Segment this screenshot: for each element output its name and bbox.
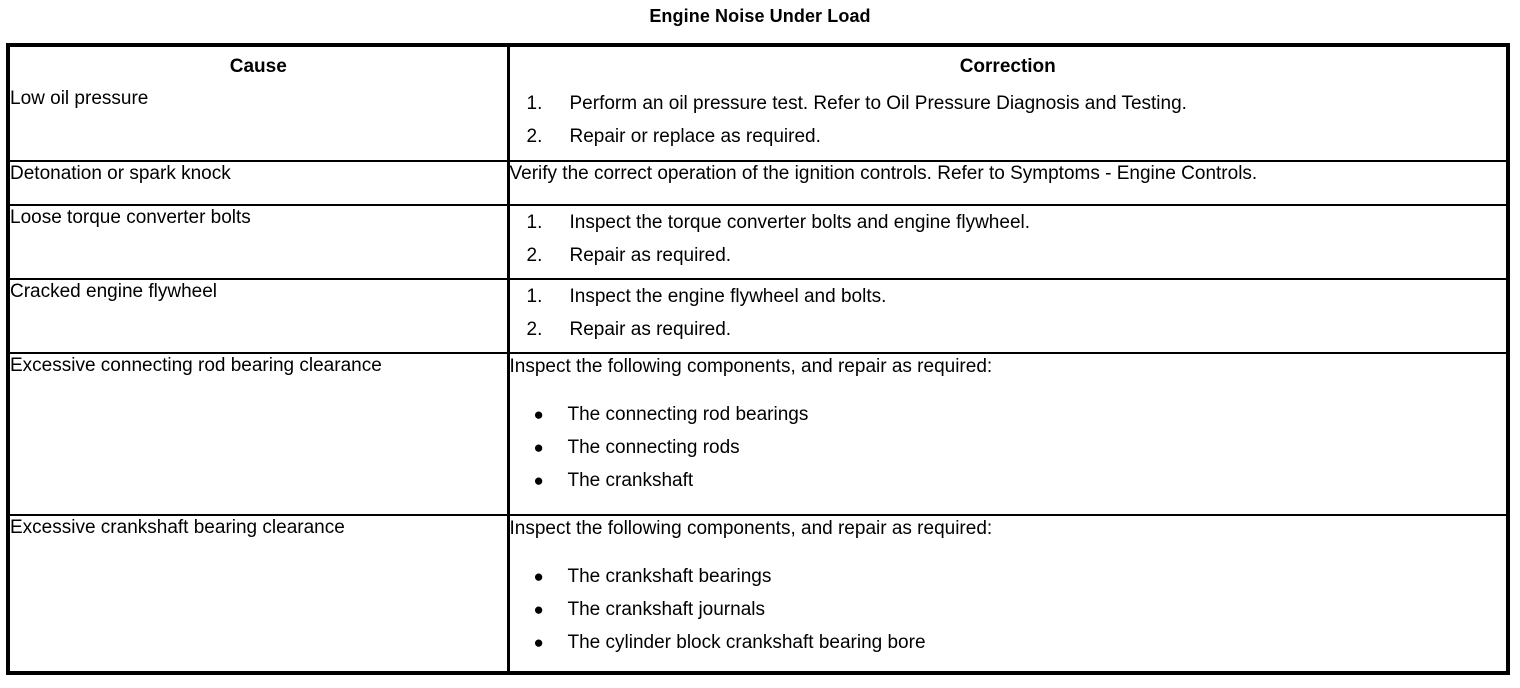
list-item-text: Repair or replace as required. bbox=[569, 126, 821, 147]
list-item-text: The crankshaft journals bbox=[567, 599, 766, 620]
numbered-list: 1. Inspect the torque converter bolts an… bbox=[510, 206, 1507, 272]
list-item: 2. Repair as required. bbox=[510, 239, 1507, 272]
correction-cell: 1. Inspect the engine flywheel and bolts… bbox=[508, 279, 1508, 354]
correction-cell: Verify the correct operation of the igni… bbox=[508, 161, 1508, 206]
list-item: 2. Repair or replace as required. bbox=[510, 120, 1507, 153]
correction-cell: Inspect the following components, and re… bbox=[508, 515, 1508, 673]
bullet-icon: ● bbox=[533, 405, 544, 424]
list-item-text: Repair as required. bbox=[569, 245, 732, 266]
list-item: ● The connecting rod bearings bbox=[510, 398, 1507, 431]
bullet-icon: ● bbox=[533, 438, 544, 457]
list-item-text: The connecting rods bbox=[567, 437, 740, 458]
cause-cell: Detonation or spark knock bbox=[8, 161, 510, 206]
list-item-text: Inspect the torque converter bolts and e… bbox=[569, 212, 1031, 233]
list-item-text: The crankshaft bbox=[567, 470, 694, 491]
correction-intro-text: Inspect the following components, and re… bbox=[509, 356, 993, 377]
numbered-list: 1. Inspect the engine flywheel and bolts… bbox=[510, 280, 1507, 346]
cause-cell: Loose torque converter bolts bbox=[8, 205, 510, 280]
list-item-number: 1. bbox=[526, 93, 543, 114]
table-row: Excessive connecting rod bearing clearan… bbox=[8, 353, 1508, 516]
cause-cell: Excessive crankshaft bearing clearance bbox=[8, 515, 510, 673]
list-item-text: Inspect the engine flywheel and bolts. bbox=[569, 286, 887, 307]
list-item: 1. Inspect the engine flywheel and bolts… bbox=[510, 280, 1507, 313]
list-item-text: Repair as required. bbox=[569, 319, 732, 340]
list-item-text: Perform an oil pressure test. Refer to O… bbox=[569, 93, 1187, 114]
cause-cell: Excessive connecting rod bearing clearan… bbox=[8, 353, 510, 516]
table-row: Low oil pressure 1. Perform an oil press… bbox=[8, 87, 1508, 162]
bulleted-list: ● The crankshaft bearings ● The cranksha… bbox=[510, 560, 1507, 659]
list-item-number: 2. bbox=[526, 126, 543, 147]
correction-text: Verify the correct operation of the igni… bbox=[509, 163, 1258, 184]
bullet-icon: ● bbox=[533, 600, 544, 619]
list-item: 2. Repair as required. bbox=[510, 313, 1507, 346]
list-item-text: The crankshaft bearings bbox=[567, 566, 772, 587]
cause-cell: Cracked engine flywheel bbox=[8, 279, 510, 354]
correction-cell: 1. Inspect the torque converter bolts an… bbox=[508, 205, 1508, 280]
table-header-row: Cause Correction bbox=[8, 45, 1508, 87]
list-item-number: 1. bbox=[526, 286, 543, 307]
table-row: Detonation or spark knock Verify the cor… bbox=[8, 161, 1508, 206]
list-item-number: 2. bbox=[526, 319, 543, 340]
column-header-cause: Cause bbox=[8, 45, 510, 87]
bullet-icon: ● bbox=[533, 633, 544, 652]
correction-cell: Inspect the following components, and re… bbox=[508, 353, 1508, 516]
correction-cell: 1. Perform an oil pressure test. Refer t… bbox=[508, 87, 1508, 162]
table-row: Excessive crankshaft bearing clearance I… bbox=[8, 515, 1508, 673]
bullet-icon: ● bbox=[533, 567, 544, 586]
list-item: ● The crankshaft journals bbox=[510, 593, 1507, 626]
list-item: 1. Perform an oil pressure test. Refer t… bbox=[510, 87, 1507, 120]
correction-intro-text: Inspect the following components, and re… bbox=[509, 518, 993, 539]
table-body: Low oil pressure 1. Perform an oil press… bbox=[8, 87, 1508, 673]
table-row: Cracked engine flywheel 1. Inspect the e… bbox=[8, 279, 1508, 354]
list-item: ● The cylinder block crankshaft bearing … bbox=[510, 626, 1507, 659]
list-item-text: The connecting rod bearings bbox=[567, 404, 809, 425]
table-row: Loose torque converter bolts 1. Inspect … bbox=[8, 205, 1508, 280]
list-item: ● The connecting rods bbox=[510, 431, 1507, 464]
bulleted-list: ● The connecting rod bearings ● The conn… bbox=[510, 398, 1507, 497]
symptom-table: Cause Correction Low oil pressure 1. Per… bbox=[6, 43, 1510, 675]
list-item-number: 2. bbox=[526, 245, 543, 266]
symptom-table-wrapper: Cause Correction Low oil pressure 1. Per… bbox=[6, 43, 1510, 675]
page-title: Engine Noise Under Load bbox=[649, 6, 871, 26]
column-header-correction: Correction bbox=[959, 56, 1056, 77]
numbered-list: 1. Perform an oil pressure test. Refer t… bbox=[510, 87, 1507, 153]
list-item: ● The crankshaft bbox=[510, 464, 1507, 497]
list-item: 1. Inspect the torque converter bolts an… bbox=[510, 206, 1507, 239]
list-item-number: 1. bbox=[526, 212, 543, 233]
list-item: ● The crankshaft bearings bbox=[510, 560, 1507, 593]
cause-cell: Low oil pressure bbox=[8, 87, 510, 162]
list-item-text: The cylinder block crankshaft bearing bo… bbox=[567, 632, 926, 653]
table-header: Cause Correction bbox=[8, 45, 1508, 87]
bullet-icon: ● bbox=[533, 471, 544, 490]
